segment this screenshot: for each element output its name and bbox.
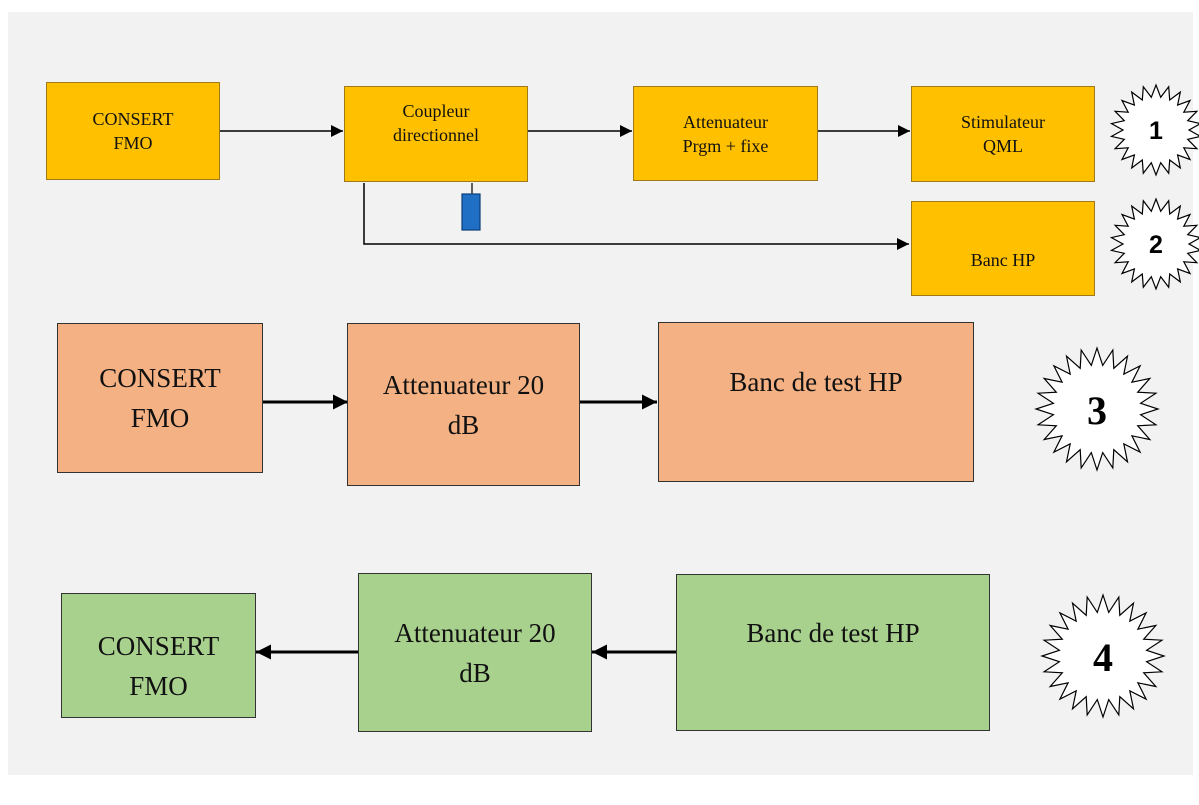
box-consert-fmo-3: CONSERT FMO [57, 323, 263, 473]
burst-badge-3: 3 [1034, 346, 1160, 472]
burst-badge-1: 1 [1109, 83, 1199, 177]
box-consert-fmo-4: CONSERT FMO [61, 593, 256, 718]
burst-badge-4: 4 [1040, 593, 1166, 719]
badge-1-label: 1 [1149, 117, 1163, 145]
badge-2-label: 2 [1149, 231, 1163, 259]
box-attenuateur-20db-3: Attenuateur 20 dB [347, 323, 580, 486]
box-stimulateur-qml: Stimulateur QML [911, 86, 1095, 182]
badge-3-label: 3 [1087, 388, 1107, 433]
box-banc-de-test-hp-4: Banc de test HP [676, 574, 990, 731]
box-banc-de-test-hp-3: Banc de test HP [658, 322, 974, 482]
coupler-load [461, 193, 481, 231]
box-attenuateur-prgm-fixe: Attenuateur Prgm + fixe [633, 86, 818, 181]
box-consert-fmo-1: CONSERT FMO [46, 82, 220, 180]
arrow-coupleur-to-banc-hp [363, 183, 909, 250]
box-banc-hp: Banc HP [911, 201, 1095, 296]
box-attenuateur-20db-4: Attenuateur 20 dB [358, 573, 592, 732]
burst-badge-2: 2 [1109, 197, 1199, 291]
box-coupleur-directionnel: Coupleur directionnel [344, 86, 528, 182]
badge-4-label: 4 [1093, 635, 1113, 680]
